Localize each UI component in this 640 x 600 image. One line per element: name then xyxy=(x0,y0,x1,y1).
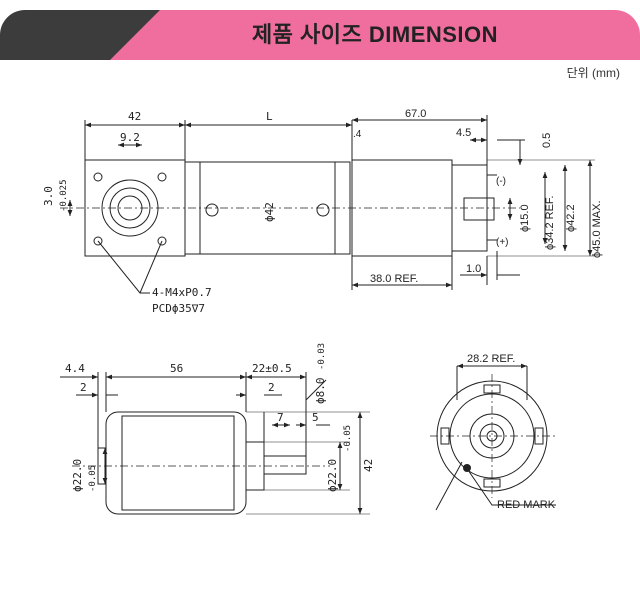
dim-phi22-left: ϕ22.0 xyxy=(71,459,84,492)
motor-shaft xyxy=(463,197,495,221)
title-banner: 제품 사이즈 DIMENSION xyxy=(0,10,640,60)
body-screw xyxy=(316,203,330,217)
dim-56: 56 xyxy=(170,362,183,375)
motor-side-inner xyxy=(121,415,235,511)
screw-note-line1: 4-M4xP0.7 xyxy=(152,286,212,299)
end-bearing-circle xyxy=(469,413,515,459)
dim-phi22-right: ϕ22.0 xyxy=(326,459,339,492)
dim-5: 5 xyxy=(312,411,319,424)
end-view-labels: 28.2 REF. RED MARK xyxy=(467,353,556,511)
dim-3: 3.0 xyxy=(42,186,55,206)
screw-hole xyxy=(157,236,167,246)
screw-hole xyxy=(93,172,103,182)
top-view-labels: 42 L 9.2 3.0 -0.025 ϕ42 .4 67.0 4.5 0.5 … xyxy=(42,108,603,315)
dim-0-5: 0.5 xyxy=(541,133,553,148)
red-mark-label: RED MARK xyxy=(497,499,556,511)
dim-2-right: 2 xyxy=(268,381,275,394)
dim-phi42: ϕ42 xyxy=(263,202,276,222)
dim-phi15: ϕ15.0 xyxy=(519,204,531,232)
dim-L: L xyxy=(266,110,273,123)
dim-phi22-left-tol: -0.05 xyxy=(88,465,98,492)
dim-22: 22±0.5 xyxy=(252,362,292,375)
dim-0-4: .4 xyxy=(353,129,362,140)
dim-phi22-right-tol: -0.05 xyxy=(343,425,353,452)
dim-3-tol: -0.025 xyxy=(59,179,69,212)
screw-note-line2: PCDϕ35∇7 xyxy=(152,302,205,315)
banner-pink-tab xyxy=(110,10,640,60)
page-title: 제품 사이즈 DIMENSION xyxy=(251,22,499,47)
dim-42: 42 xyxy=(128,110,141,123)
dim-2-left: 2 xyxy=(80,381,87,394)
dim-phi8: ϕ8.0 xyxy=(314,378,327,405)
screw-hole xyxy=(157,172,167,182)
minus-terminal: (-) xyxy=(496,176,506,187)
dim-67: 67.0 xyxy=(405,108,426,120)
top-view xyxy=(60,115,595,294)
side-view-labels: 4.4 56 22±0.5 2 2 ϕ8.0 -0.03 7 5 ϕ22.0 -… xyxy=(65,343,375,492)
end-view xyxy=(430,363,556,511)
red-mark-dot xyxy=(463,464,471,472)
output-shaft-side xyxy=(263,455,307,475)
dim-9-2: 9.2 xyxy=(120,131,140,144)
screw-hole xyxy=(93,236,103,246)
motor-side-body xyxy=(105,411,247,515)
dim-phi45: ϕ45.0 MAX. xyxy=(591,200,603,258)
dim-28-2: 28.2 REF. xyxy=(467,353,515,365)
plus-terminal: (+) xyxy=(496,237,509,248)
dim-4-4: 4.4 xyxy=(65,362,85,375)
dim-4-5: 4.5 xyxy=(456,127,471,139)
side-view xyxy=(60,372,370,515)
dim-38: 38.0 REF. xyxy=(370,273,418,285)
dim-1: 1.0 xyxy=(466,263,481,275)
dim-7: 7 xyxy=(277,411,284,424)
dim-phi8-tol: -0.03 xyxy=(317,343,327,370)
dim-phi34-2: ϕ34.2 REF. xyxy=(544,196,556,250)
dim-42-height: 42 xyxy=(362,459,375,472)
unit-label: 단위 (mm) xyxy=(566,66,620,80)
body-screw xyxy=(205,203,219,217)
dim-phi42-2: ϕ42.2 xyxy=(565,204,577,232)
